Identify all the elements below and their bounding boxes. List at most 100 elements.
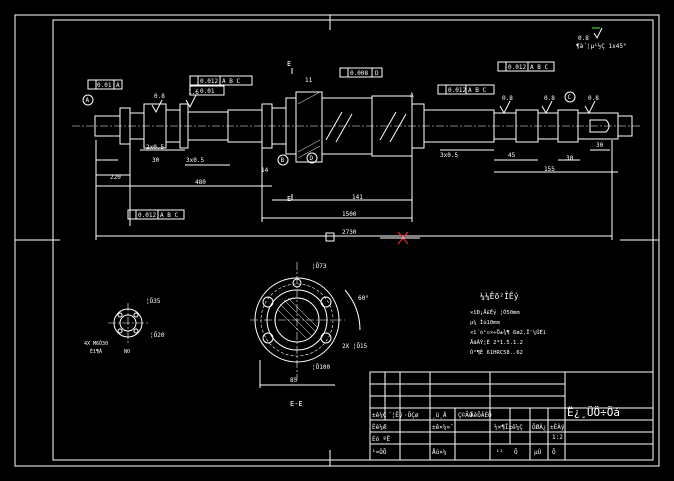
title-right-header-3: ±ÈÀý bbox=[550, 423, 565, 431]
dim-73: ¦Õ73 bbox=[312, 263, 327, 270]
title-material: ±ê×¼»¯ bbox=[432, 424, 454, 431]
datum-label-a: A bbox=[86, 97, 90, 104]
small-flange-view bbox=[108, 303, 148, 343]
title-header-3: ¸ü¸Ä bbox=[432, 412, 447, 419]
dim-15: 2X ¦Õ15 bbox=[342, 343, 368, 350]
svg-text:1.6: 1.6 bbox=[188, 89, 199, 96]
tech-line-1: ×îÐ¡Ä£Êý ¦Õ50mm bbox=[470, 308, 520, 316]
title-bottom-2: Õ bbox=[514, 449, 518, 456]
title-row-2: Éè¼Æ bbox=[372, 423, 387, 431]
dim-141: 141 bbox=[352, 194, 363, 201]
outer-frame bbox=[14, 14, 660, 467]
small-view-label-1: 4X M6Ö30 bbox=[84, 340, 108, 347]
tech-line-5: Ó²¶È 61HRC58..62 bbox=[470, 348, 523, 356]
dim-100: ¦Õ100 bbox=[312, 364, 330, 371]
dim-60deg: 60° bbox=[358, 295, 369, 302]
svg-text:0.008: 0.008 bbox=[350, 70, 368, 77]
cut-plane-top-label: E bbox=[287, 60, 291, 68]
title-right-header-1: ½×¶Î±ê¼Ç bbox=[494, 424, 523, 431]
svg-text:A B C: A B C bbox=[160, 212, 178, 219]
title-block bbox=[369, 371, 654, 461]
center-crosshair bbox=[325, 232, 335, 242]
tolerance-frame-left: 0.01 A bbox=[87, 79, 123, 90]
svg-text:0.8: 0.8 bbox=[544, 95, 555, 102]
small-view-label-3: NO bbox=[124, 349, 130, 355]
dim-35: ¦Õ35 bbox=[146, 298, 161, 305]
svg-text:A: A bbox=[116, 82, 120, 89]
tech-line-3: ×î´ó¹¤×÷Ö±¾¶ 6ø2,Ï¯¼ÛÉì bbox=[470, 328, 546, 336]
datum-ref-a-top: A bbox=[410, 92, 414, 99]
dim-2730: 2730 bbox=[342, 229, 357, 236]
title-approve: Åú×¼ bbox=[432, 449, 447, 456]
svg-text:D: D bbox=[375, 70, 379, 77]
tolerance-frame-bottom: 0.012 A B C bbox=[127, 209, 185, 220]
tolerance-frame-center: 0.008 D bbox=[339, 67, 383, 78]
dim-3x0_5: 3x0.5 bbox=[186, 157, 204, 164]
title-row-1: ±ê¼Ç bbox=[372, 412, 387, 419]
dim-45: 45 bbox=[508, 152, 516, 159]
svg-text:0.012: 0.012 bbox=[138, 212, 156, 219]
svg-text:0.8: 0.8 bbox=[588, 95, 599, 102]
dim-30-left: 30 bbox=[152, 157, 160, 164]
svg-text:A B C: A B C bbox=[222, 78, 240, 85]
dim-14: 14 bbox=[261, 167, 269, 174]
dim-1500: 1500 bbox=[342, 211, 357, 218]
title-row-3: Éó ºË bbox=[372, 435, 390, 443]
small-view-label-2: Éî¶Á bbox=[90, 347, 102, 355]
dim-30: 30 bbox=[566, 155, 574, 162]
tech-line-2: µ¼ Ìú10mm bbox=[470, 319, 500, 326]
dim-20: ¦Õ20 bbox=[150, 332, 165, 339]
title-bottom-3: µÚ bbox=[534, 449, 542, 456]
roughness-symbols: 0.8 1.6 0.8 0.8 0.8 bbox=[151, 89, 599, 115]
title-scale: 1:2 bbox=[552, 434, 563, 441]
svg-text:¶à´¦µ¹½Ç 1x45°: ¶à´¦µ¹½Ç 1x45° bbox=[576, 43, 627, 50]
tolerance-frame-right-2: 0.012 A B C bbox=[497, 61, 555, 72]
datum-circle-a bbox=[82, 94, 94, 106]
svg-text:0.8: 0.8 bbox=[578, 35, 589, 42]
datum-label-c: C bbox=[568, 94, 572, 101]
dim-155: 155 bbox=[544, 166, 555, 173]
tolerance-frame-right-1: 0.012 A B C bbox=[437, 84, 495, 95]
top-right-note: 0.8 ¶à´¦µ¹½Ç 1x45° bbox=[576, 27, 627, 50]
svg-text:0.012: 0.012 bbox=[508, 64, 526, 71]
cut-plane-bottom-label: E bbox=[287, 195, 291, 203]
title-header-2: ·ÖÇø bbox=[404, 412, 419, 419]
dim-480: 480 bbox=[195, 179, 206, 186]
title-header-1: ´¦Êý bbox=[388, 411, 403, 419]
svg-text:0.012: 0.012 bbox=[448, 87, 466, 94]
inner-frame bbox=[52, 19, 654, 461]
shaft-main-view bbox=[72, 91, 640, 163]
svg-text:0.012: 0.012 bbox=[200, 78, 218, 85]
title-right-header-2: ÖØÁ¿ bbox=[532, 424, 546, 431]
tech-line-4: ÅäÂÝ¦È 2*1.5.1.2 bbox=[470, 338, 523, 346]
svg-text:0.8: 0.8 bbox=[154, 93, 165, 100]
dim-3x0_5b: 3x0.5 bbox=[440, 152, 458, 159]
title-bottom-1: ¹² bbox=[496, 449, 503, 456]
datum-circle-d bbox=[306, 152, 318, 164]
title-row-4: ¹¤ÒÕ bbox=[372, 449, 387, 456]
svg-text:0.01: 0.01 bbox=[200, 88, 215, 95]
section-view-label: E-E bbox=[290, 400, 303, 408]
title-header-4: Ç©Ãû bbox=[458, 412, 473, 419]
datum-circle-b bbox=[277, 154, 289, 166]
section-view-e-e bbox=[250, 262, 361, 388]
svg-text:0.8: 0.8 bbox=[502, 95, 513, 102]
datum-label-d: D bbox=[310, 155, 314, 162]
datum-circle-c bbox=[564, 91, 576, 103]
title-header-5: ÄêÔÂÈÕ bbox=[470, 411, 492, 419]
tolerance-frame-top-1: 0.012 A B C 0.01 bbox=[189, 75, 253, 96]
dim-85: 85 bbox=[290, 377, 298, 384]
dim-30b: 30 bbox=[596, 142, 604, 149]
dimension-lines bbox=[95, 140, 618, 240]
datum-label-b: B bbox=[281, 157, 285, 164]
dim-2x0_5: 2x0.5 bbox=[146, 144, 164, 151]
title-bottom-4: Õ bbox=[552, 449, 556, 456]
svg-text:A B C: A B C bbox=[530, 64, 548, 71]
tech-title: ¼¼Êõ²ÎÊý bbox=[480, 290, 519, 301]
dim-11: 11 bbox=[305, 77, 313, 84]
svg-text:0.01: 0.01 bbox=[97, 82, 112, 89]
title-part-name: Ë¿¸ÜÖ÷Öá bbox=[567, 406, 620, 419]
dim-220: 220 bbox=[110, 174, 121, 181]
svg-text:A B C: A B C bbox=[468, 87, 486, 94]
